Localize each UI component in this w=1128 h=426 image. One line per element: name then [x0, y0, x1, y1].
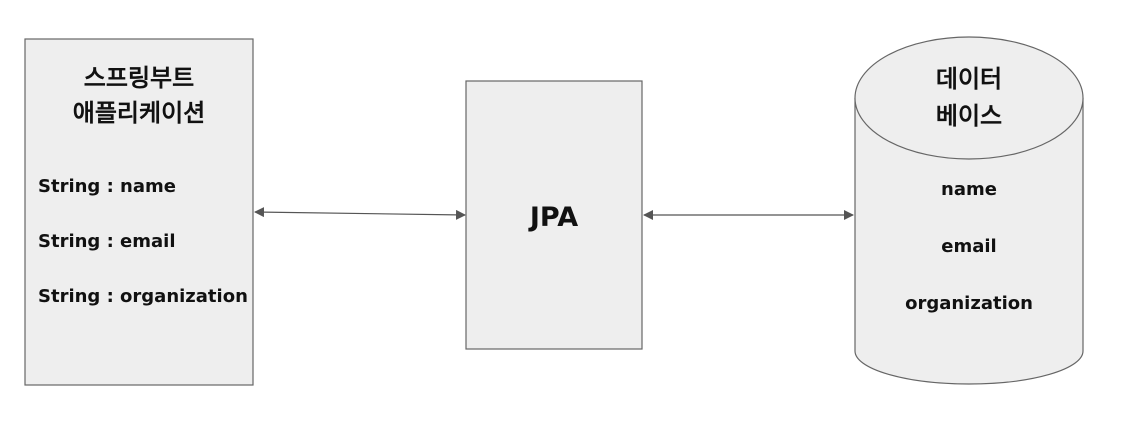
spring-boot-app-box: 스프링부트 애플리케이션 String : name String : emai… — [24, 38, 254, 386]
database-top — [854, 36, 1084, 160]
app-box-shape — [24, 38, 254, 386]
app-jpa-bidirectional-arrow — [254, 207, 466, 220]
app-box-title-line1: 스프링부트 — [84, 64, 194, 92]
app-box-title-line2: 애플리케이션 — [73, 99, 205, 127]
jpa-box-shape — [465, 80, 643, 350]
database-body — [854, 98, 1084, 385]
database-column-email: email — [941, 236, 996, 257]
jpa-box: JPA — [465, 80, 643, 350]
app-field-name: String : name — [38, 176, 176, 197]
app-field-organization: String : organization — [38, 286, 248, 307]
jpa-label: JPA — [528, 202, 578, 233]
database-title-line1: 데이터 — [936, 65, 1002, 93]
database-title-line2: 베이스 — [936, 102, 1002, 130]
database-column-organization: organization — [905, 293, 1033, 314]
database-cylinder: 데이터 베이스 name email organization — [854, 36, 1084, 385]
database-column-name: name — [941, 179, 997, 200]
app-field-email: String : email — [38, 231, 176, 252]
